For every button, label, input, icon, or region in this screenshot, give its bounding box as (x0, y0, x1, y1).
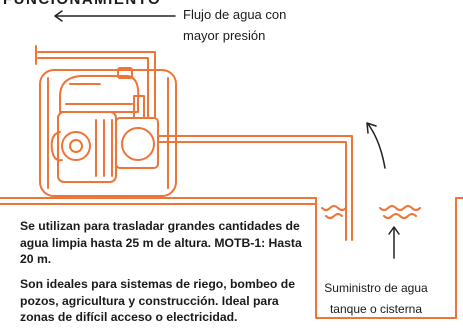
engine-starter (61, 131, 91, 161)
engine-starter-core (69, 139, 83, 153)
description-paragraph-2: Son ideales para sistemas de riego, bomb… (20, 277, 295, 325)
suction-arrow-head (366, 122, 377, 134)
pump-neck (133, 95, 145, 119)
air-filter (50, 131, 63, 162)
fuel-tank (59, 75, 140, 113)
pump-housing (121, 127, 155, 161)
suction-pipe (157, 135, 353, 215)
fuel-cap (117, 67, 133, 79)
tank-outline (315, 197, 457, 319)
supply-arrow-head (388, 226, 400, 235)
flow-label: Flujo de agua con mayor presión (183, 7, 287, 43)
fuel-tank-lines (65, 83, 133, 105)
flow-arrow-head (54, 10, 63, 22)
engine-block (57, 111, 117, 183)
frame-inner-lines (47, 77, 169, 189)
description-paragraph-1: Se utilizan para trasladar grandes canti… (20, 219, 302, 267)
suction-pipe-inner (157, 141, 347, 215)
water-wave-left-2 (325, 213, 343, 219)
water-wave-right-2 (383, 213, 417, 219)
engine-fins (95, 119, 113, 177)
discharge-pipe (37, 51, 156, 119)
section-title: FUNCIONAMIENTO (3, 0, 161, 8)
pump-frame (39, 69, 177, 197)
suction-arrow (367, 123, 386, 169)
water-wave-right (379, 205, 421, 211)
water-wave-left (321, 205, 347, 211)
suction-pipe-tail (345, 213, 353, 241)
discharge-pipe-inner (37, 57, 149, 119)
supply-label: Suministro de agua tanque o cisterna (324, 281, 428, 316)
